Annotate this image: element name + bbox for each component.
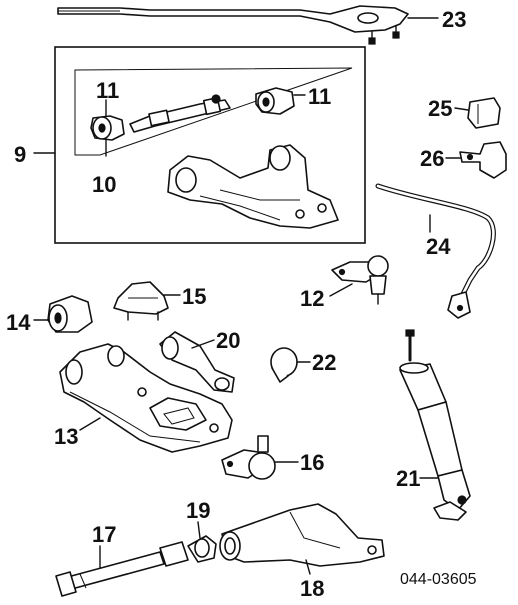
callout-23: 23: [442, 7, 466, 32]
callout-17: 17: [92, 522, 116, 547]
upper-control-arm-drawing: [167, 144, 339, 229]
part-12-drawing: [329, 255, 389, 305]
callout-15: 15: [182, 284, 206, 309]
part-15-drawing: [113, 281, 181, 321]
callout-25: 25: [428, 96, 452, 121]
part-25-drawing: [454, 97, 501, 129]
part-16-drawing: [221, 435, 299, 480]
part-14-drawing: [33, 295, 93, 333]
callout-21: 21: [396, 466, 420, 491]
part-20-drawing: [159, 331, 235, 393]
callout-9: 9: [14, 142, 26, 167]
callout-24: 24: [426, 234, 451, 259]
drawing-code: 044-03605: [400, 571, 477, 588]
callout-14: 14: [6, 310, 31, 335]
part-22-drawing: [270, 347, 311, 383]
callout-10: 10: [92, 172, 116, 197]
part-18-drawing: [219, 503, 385, 575]
callout-26: 26: [420, 146, 444, 171]
part-24-drawing: [375, 183, 496, 319]
callout-18: 18: [300, 576, 324, 600]
callout-12: 12: [300, 286, 324, 311]
callout-20: 20: [216, 328, 240, 353]
callout-16: 16: [300, 450, 324, 475]
callout-11-left: 11: [96, 78, 119, 103]
part-19-drawing: [187, 521, 217, 563]
part-11-bushings: [90, 87, 306, 157]
part-21-drawing: [399, 329, 471, 521]
part-17-drawing: [55, 541, 189, 597]
group-9-box: [33, 46, 366, 244]
callout-11-right: 11: [308, 84, 331, 109]
callout-19: 19: [186, 498, 210, 523]
part-26-drawing: [445, 141, 507, 179]
part-23-drawing: [57, 5, 439, 45]
part-13-drawing: [59, 343, 233, 453]
callout-13: 13: [54, 424, 78, 449]
callout-22: 22: [312, 350, 336, 375]
